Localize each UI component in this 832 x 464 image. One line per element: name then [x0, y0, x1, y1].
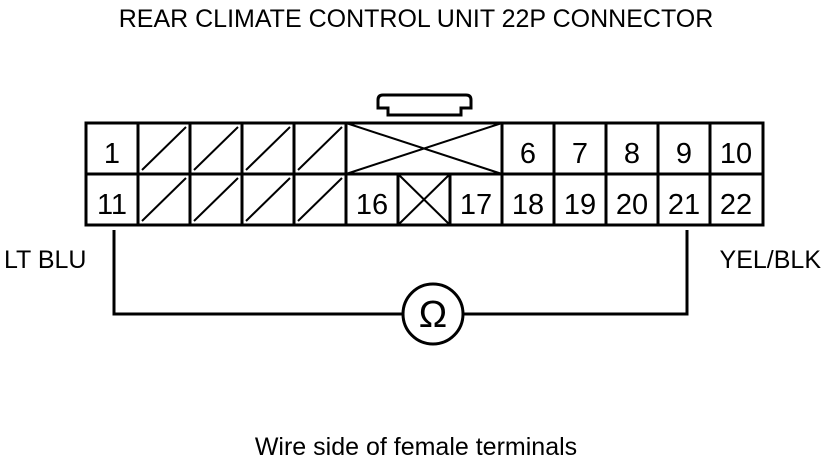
pin-6: 6	[520, 138, 536, 170]
pin-20: 20	[616, 189, 648, 221]
wire-label-right: YEL/BLK	[720, 246, 822, 274]
pin-numbers: 1 6 7 8 9 10 11 16 17 18 19 20 21 22	[97, 138, 752, 221]
left-test-lead	[112, 230, 403, 316]
pin-7: 7	[572, 138, 588, 170]
pin-1: 1	[104, 138, 120, 170]
pin-21: 21	[668, 189, 700, 221]
blocked-cavity-x	[345, 122, 503, 226]
pin-16: 16	[356, 189, 388, 221]
ohmmeter-icon	[401, 282, 465, 346]
diagram-caption: Wire side of female terminals	[255, 433, 577, 461]
ohm-symbol: Ω	[419, 294, 447, 336]
wire-label-left: LT BLU	[4, 246, 86, 274]
connector-latch	[376, 93, 473, 117]
pin-8: 8	[624, 138, 640, 170]
diagram-title: REAR CLIMATE CONTROL UNIT 22P CONNECTOR	[119, 5, 714, 33]
unused-cavity-slashes	[141, 126, 343, 222]
test-leads	[112, 230, 689, 316]
pin-17: 17	[460, 189, 492, 221]
pin-9: 9	[676, 138, 692, 170]
pin-22: 22	[720, 189, 752, 221]
right-test-lead	[463, 230, 689, 316]
pin-18: 18	[512, 189, 544, 221]
pin-11: 11	[97, 189, 127, 221]
pin-19: 19	[564, 189, 596, 221]
pin-10: 10	[720, 138, 752, 170]
